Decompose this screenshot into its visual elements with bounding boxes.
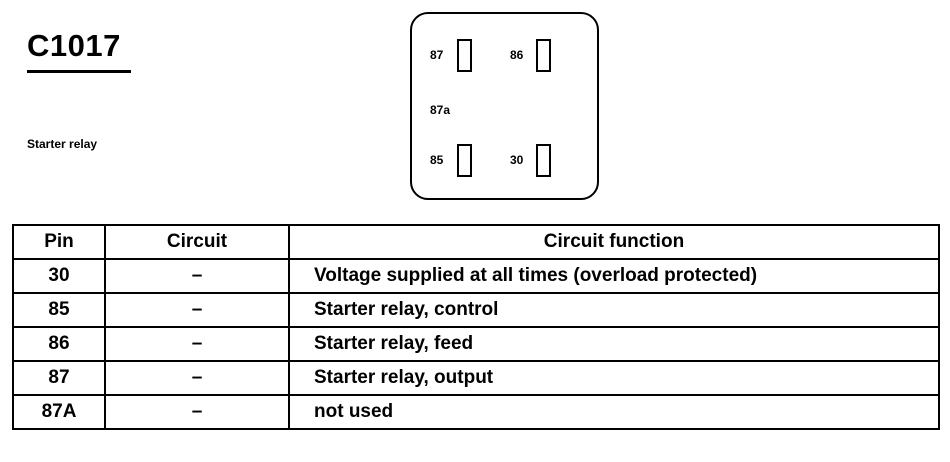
- cell-pin: 86: [12, 326, 106, 362]
- cell-pin: 85: [12, 292, 106, 328]
- title-underline: [27, 70, 131, 73]
- pin-slot-86: [536, 39, 551, 72]
- pin-label-87: 87: [430, 48, 444, 62]
- table-row: 87A – not used: [12, 394, 940, 430]
- relay-connector-diagram: 87 86 87a 85 30: [410, 12, 599, 200]
- table-row: 85 – Starter relay, control: [12, 292, 940, 328]
- table-row: 87 – Starter relay, output: [12, 360, 940, 396]
- pin-label-85: 85: [430, 153, 444, 167]
- connector-title: C1017: [27, 28, 121, 63]
- cell-function: Voltage supplied at all times (overload …: [288, 258, 940, 294]
- cell-circuit: –: [104, 360, 290, 396]
- pin-function-table: Pin Circuit Circuit function 30 – Voltag…: [12, 224, 940, 430]
- cell-circuit: –: [104, 258, 290, 294]
- connector-description: Starter relay: [27, 137, 98, 151]
- pin-slot-85: [457, 144, 472, 177]
- cell-circuit: –: [104, 394, 290, 430]
- table-row: 86 – Starter relay, feed: [12, 326, 940, 362]
- cell-pin: 87A: [12, 394, 106, 430]
- pin-label-30: 30: [510, 153, 524, 167]
- header-circuit-function: Circuit function: [288, 224, 940, 260]
- header-pin: Pin: [12, 224, 106, 260]
- cell-circuit: –: [104, 292, 290, 328]
- cell-function: Starter relay, control: [288, 292, 940, 328]
- cell-function: Starter relay, output: [288, 360, 940, 396]
- pin-label-86: 86: [510, 48, 524, 62]
- pin-slot-30: [536, 144, 551, 177]
- cell-circuit: –: [104, 326, 290, 362]
- cell-function: not used: [288, 394, 940, 430]
- cell-function: Starter relay, feed: [288, 326, 940, 362]
- pin-slot-87: [457, 39, 472, 72]
- pin-label-87a: 87a: [430, 103, 451, 117]
- table-header-row: Pin Circuit Circuit function: [12, 224, 940, 260]
- cell-pin: 30: [12, 258, 106, 294]
- header-circuit: Circuit: [104, 224, 290, 260]
- table-row: 30 – Voltage supplied at all times (over…: [12, 258, 940, 294]
- cell-pin: 87: [12, 360, 106, 396]
